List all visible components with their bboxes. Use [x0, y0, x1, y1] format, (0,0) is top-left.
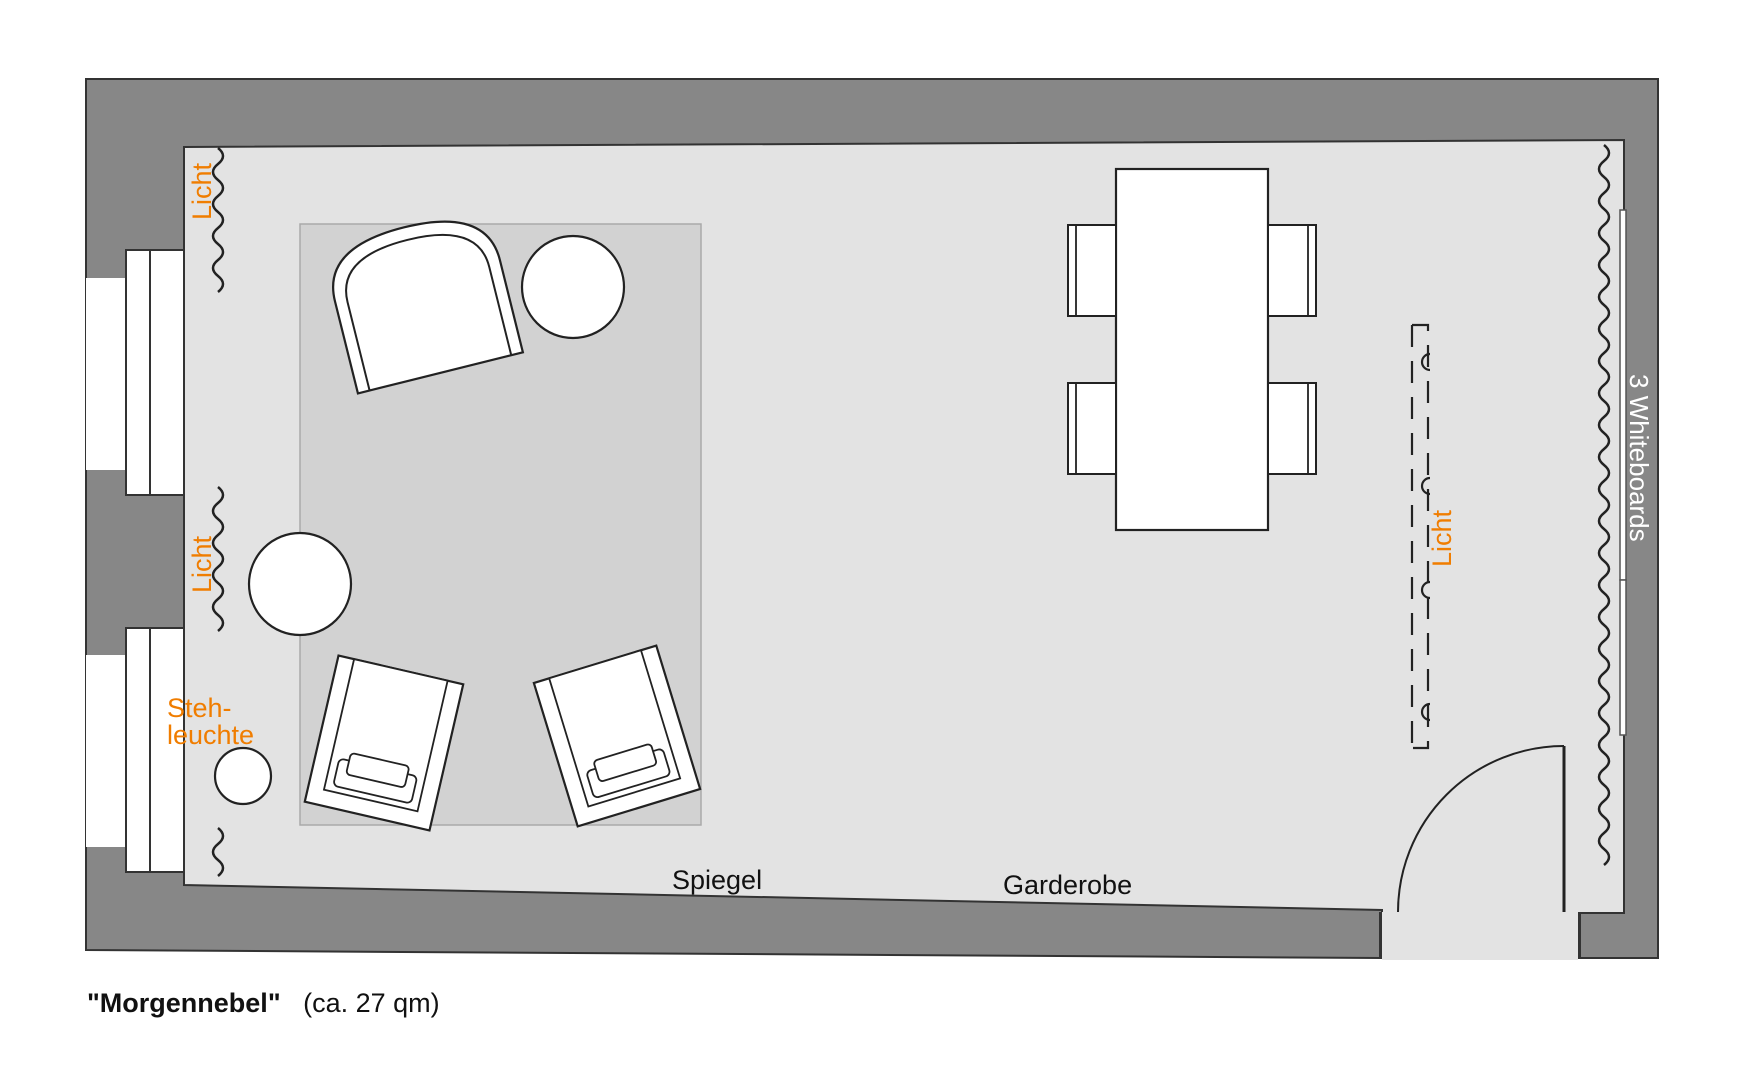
door-swing — [1397, 745, 1565, 913]
light-label-mid-left: Licht — [187, 535, 217, 593]
mirror-label: Spiegel — [672, 865, 762, 895]
whiteboard-strip-lower — [1619, 579, 1627, 736]
wardrobe-label: Garderobe — [1003, 870, 1132, 900]
window-upper — [86, 249, 185, 496]
side-table-top — [520, 234, 626, 340]
window-lower — [86, 627, 185, 873]
armchair-lower-right — [532, 644, 702, 828]
door-opening — [1382, 912, 1578, 960]
whiteboards-label: 3 Whiteboards — [1624, 374, 1654, 542]
curtain-bottom-left — [211, 827, 225, 877]
light-label-top-left: Licht — [187, 162, 217, 220]
curtain-right — [1597, 144, 1611, 866]
floor-lamp-label-line2: leuchte — [167, 720, 254, 750]
side-table-left — [247, 531, 353, 637]
floor-lamp — [213, 746, 273, 806]
room-caption: "Morgennebel" (ca. 27 qm) — [87, 988, 440, 1018]
floor-lamp-label-line1: Steh- — [167, 693, 232, 723]
room-size: (ca. 27 qm) — [303, 988, 440, 1018]
light-label-right: Licht — [1427, 509, 1457, 567]
light-rail — [1410, 323, 1431, 750]
curtain-top-left — [211, 147, 225, 293]
chair-right-lower — [1267, 382, 1317, 475]
chair-left-lower — [1067, 382, 1117, 475]
chair-left-upper — [1067, 224, 1117, 317]
armchair-rounded — [332, 220, 525, 395]
room-name: "Morgennebel" — [87, 988, 281, 1018]
armchair-lower-left — [303, 654, 465, 832]
chair-right-upper — [1267, 224, 1317, 317]
table — [1114, 167, 1270, 532]
curtain-mid-left — [211, 486, 225, 632]
